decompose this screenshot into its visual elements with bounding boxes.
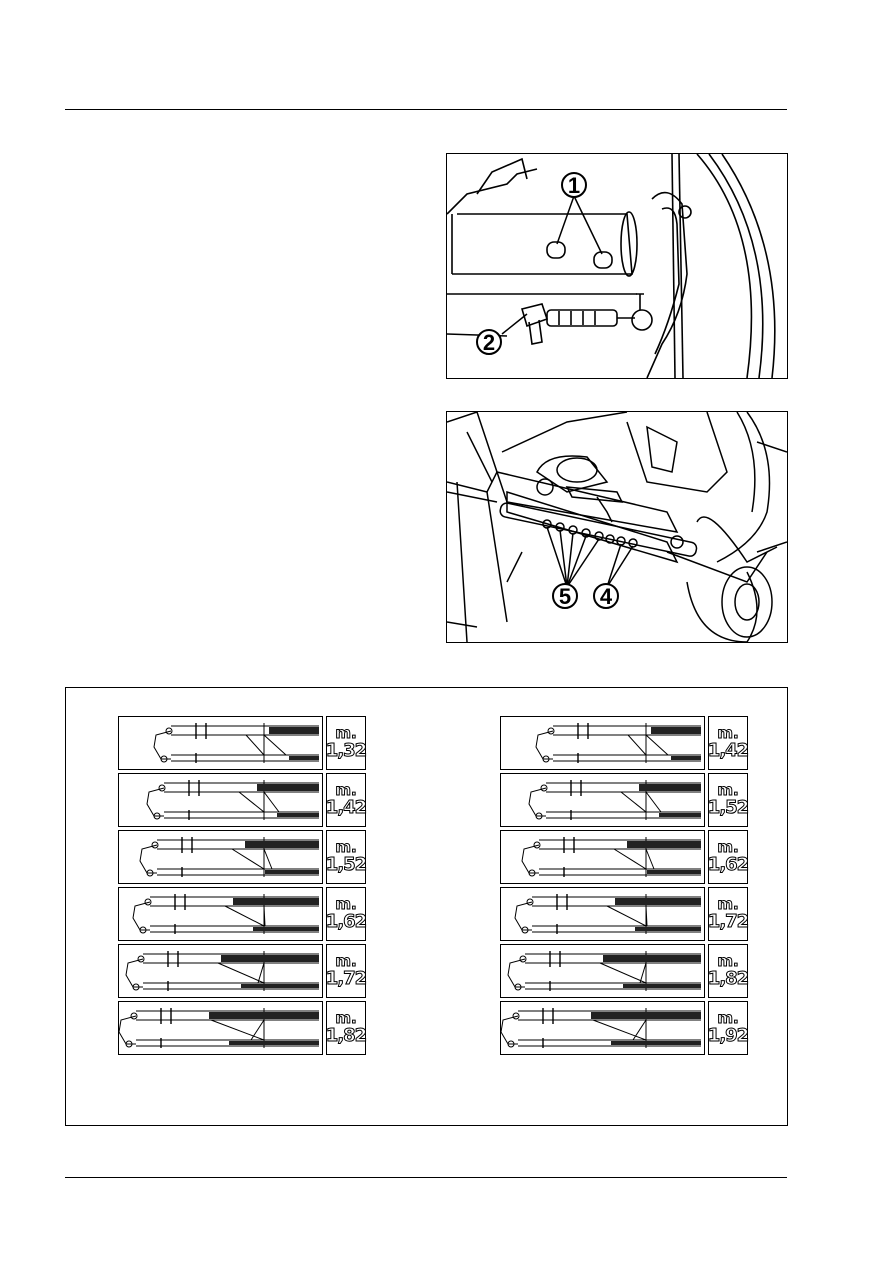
- unit-text: m.: [335, 895, 357, 913]
- steering-tie-rod-illustration: 1 2: [447, 154, 776, 378]
- track-width-value: 1,42: [325, 797, 367, 818]
- track-width-value: 1,32: [325, 740, 367, 761]
- axle-setting-diagram: [500, 1001, 705, 1055]
- axle-setting-diagram: [500, 773, 705, 827]
- footer-rule: [65, 1177, 787, 1178]
- track-width-value: 1,52: [707, 797, 749, 818]
- unit-text: m.: [335, 838, 357, 856]
- unit-text: m.: [335, 952, 357, 970]
- track-width-label: m.1,82: [707, 944, 750, 998]
- callout-1: 1: [568, 173, 580, 198]
- unit-text: m.: [717, 781, 739, 799]
- track-width-label: m.1,42: [707, 716, 750, 770]
- axle-setting-diagram: [118, 1001, 323, 1055]
- track-width-label: m.1,72: [707, 887, 750, 941]
- track-width-label: m.1,62: [707, 830, 750, 884]
- unit-text: m.: [335, 781, 357, 799]
- track-width-label: m.1,72: [325, 944, 368, 998]
- track-width-value: 1,62: [325, 911, 367, 932]
- axle-setting-diagram: [118, 887, 323, 941]
- unit-text: m.: [717, 952, 739, 970]
- unit-text: m.: [717, 724, 739, 742]
- unit-text: m.: [717, 838, 739, 856]
- axle-setting-diagram: [500, 944, 705, 998]
- unit-text: m.: [335, 724, 357, 742]
- axle-setting-diagram: [118, 944, 323, 998]
- front-axle-illustration: 5 4: [447, 412, 787, 642]
- steering-tie-rod-figure: 1 2: [446, 153, 788, 379]
- track-width-label: m.1,32: [325, 716, 368, 770]
- track-width-value: 1,72: [325, 968, 367, 989]
- track-width-label: m.1,42: [325, 773, 368, 827]
- track-width-label: m.1,62: [325, 887, 368, 941]
- axle-setting-diagram: [500, 716, 705, 770]
- track-width-label: m.1,52: [325, 830, 368, 884]
- track-width-value: 1,82: [707, 968, 749, 989]
- track-width-label: m.1,52: [707, 773, 750, 827]
- track-width-value: 1,42: [707, 740, 749, 761]
- front-axle-figure: 5 4: [446, 411, 788, 643]
- track-width-value: 1,92: [707, 1025, 749, 1046]
- axle-setting-diagram: [118, 773, 323, 827]
- unit-text: m.: [717, 895, 739, 913]
- callout-2: 2: [483, 330, 495, 355]
- track-width-value: 1,52: [325, 854, 367, 875]
- track-width-value: 1,72: [707, 911, 749, 932]
- axle-setting-diagram: [118, 830, 323, 884]
- axle-setting-diagram: [500, 887, 705, 941]
- callout-5: 5: [559, 584, 571, 609]
- unit-text: m.: [335, 1009, 357, 1027]
- callout-4: 4: [600, 584, 613, 609]
- unit-text: m.: [717, 1009, 739, 1027]
- axle-setting-diagram: [500, 830, 705, 884]
- track-width-value: 1,82: [325, 1025, 367, 1046]
- track-width-label: m.1,82: [325, 1001, 368, 1055]
- track-width-panel: m.1,32 m.1,42 m.1,52 m.1,62 m.1,72 m.1,8…: [65, 687, 788, 1126]
- track-width-value: 1,62: [707, 854, 749, 875]
- header-rule: [65, 109, 787, 110]
- track-width-label: m.1,92: [707, 1001, 750, 1055]
- axle-setting-diagram: [118, 716, 323, 770]
